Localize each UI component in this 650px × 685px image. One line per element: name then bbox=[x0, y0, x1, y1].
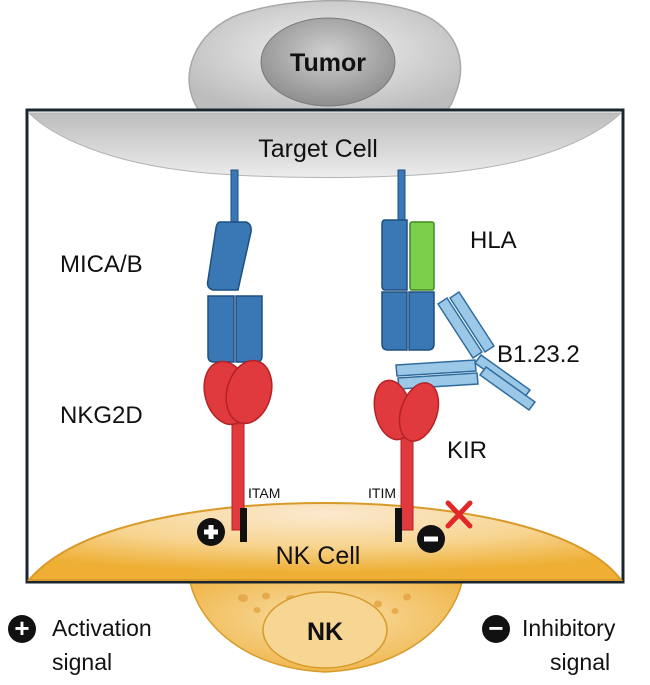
inhibitory-line2: signal bbox=[550, 649, 611, 675]
itam-motif bbox=[240, 508, 247, 542]
target-cell-membrane: Target Cell bbox=[27, 112, 623, 178]
hla-ligand bbox=[381, 169, 435, 351]
plus-circle-icon bbox=[197, 518, 225, 546]
itim-label: ITIM bbox=[368, 485, 396, 501]
hla-label: HLA bbox=[470, 227, 517, 254]
nk-nucleus bbox=[262, 591, 388, 669]
itam-label: ITAM bbox=[248, 485, 280, 501]
minus-circle-icon bbox=[417, 525, 445, 553]
nkg2d-receptor bbox=[203, 359, 273, 531]
legend-activation: + Activation signal bbox=[6, 613, 196, 679]
activation-line1: Activation bbox=[52, 615, 152, 641]
nk-cell-body: NK bbox=[189, 581, 463, 673]
b1232-antibody bbox=[395, 290, 537, 412]
mica-b-ligand bbox=[206, 169, 263, 363]
nk-cell-membrane: NK Cell bbox=[26, 501, 623, 581]
legend-inhibitory: − Inhibitory signal bbox=[480, 613, 648, 679]
plus-circle-icon: + bbox=[8, 615, 36, 643]
nk-nucleus-label: NK bbox=[307, 618, 343, 646]
inhibitory-line1: Inhibitory bbox=[522, 615, 616, 641]
blocked-cross-icon bbox=[445, 500, 473, 529]
nkg2d-label: NKG2D bbox=[60, 402, 143, 429]
activation-line2: signal bbox=[52, 649, 113, 675]
tumor-nucleus bbox=[260, 17, 396, 107]
minus-circle-icon: − bbox=[482, 615, 510, 643]
b1232-label: B1.23.2 bbox=[497, 341, 580, 368]
target-cell-label: Target Cell bbox=[258, 135, 378, 163]
kir-receptor bbox=[373, 379, 440, 531]
tumor-cell: Tumor bbox=[188, 0, 462, 113]
tumor-label: Tumor bbox=[290, 49, 366, 77]
kir-label: KIR bbox=[447, 437, 487, 464]
itim-motif bbox=[395, 508, 402, 542]
mica-b-label: MICA/B bbox=[60, 251, 143, 278]
nk-cell-label: NK Cell bbox=[276, 542, 361, 570]
